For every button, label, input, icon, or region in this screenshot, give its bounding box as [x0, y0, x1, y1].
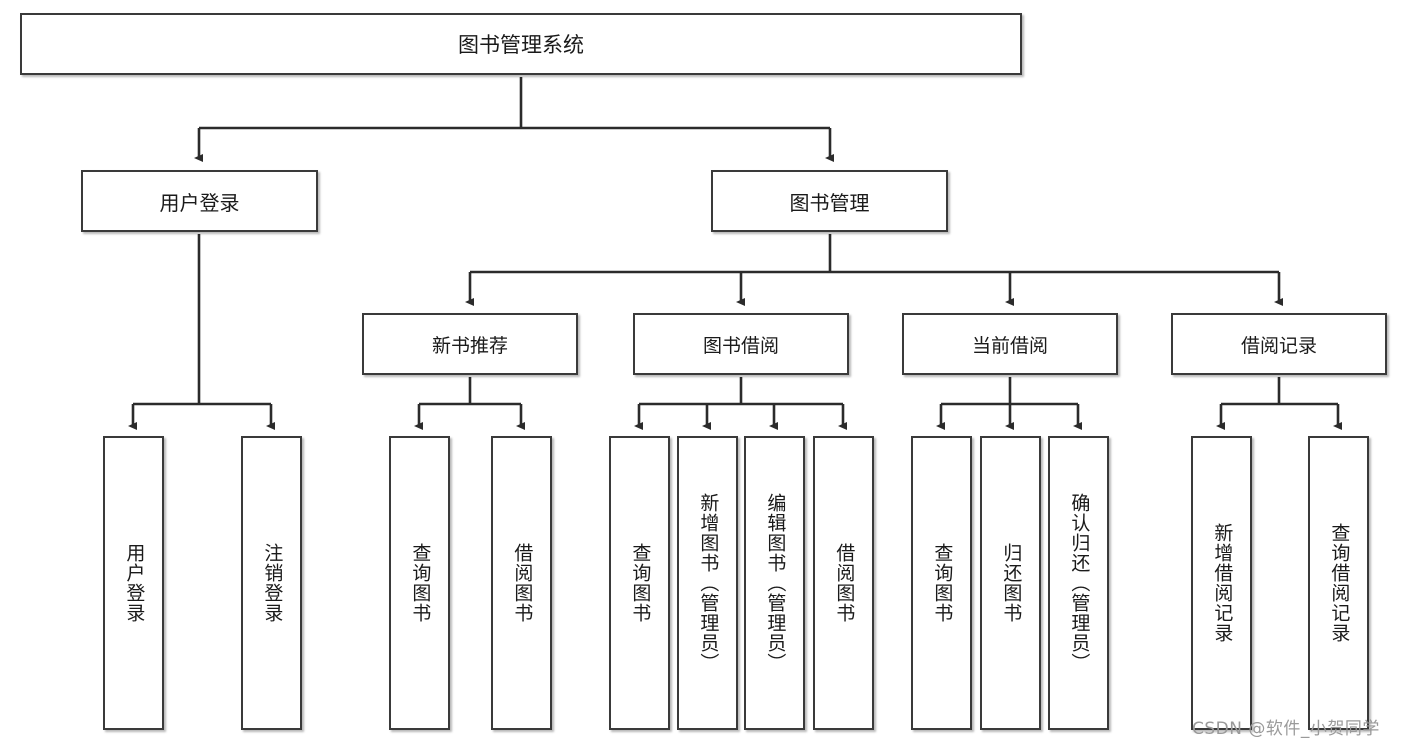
- node-user-login[interactable]: 用户登录: [81, 170, 318, 232]
- node-label: 新增图书（管理员）: [697, 493, 720, 673]
- node-label: 注销登录: [261, 543, 284, 623]
- leaf-add-book-admin[interactable]: 新增图书（管理员）: [677, 436, 738, 730]
- node-book-borrowing[interactable]: 图书借阅: [633, 313, 849, 375]
- node-label: 编辑图书（管理员）: [764, 493, 787, 673]
- node-label: 查询图书: [409, 543, 432, 623]
- node-new-book-recommendation[interactable]: 新书推荐: [362, 313, 578, 375]
- node-borrowing-records[interactable]: 借阅记录: [1171, 313, 1387, 375]
- node-label: 新增借阅记录: [1211, 523, 1234, 643]
- leaf-borrow-books[interactable]: 借阅图书: [813, 436, 874, 730]
- node-label: 确认归还（管理员）: [1068, 493, 1091, 673]
- node-label: 查询图书: [629, 543, 652, 623]
- leaf-query-books-borrow[interactable]: 查询图书: [609, 436, 670, 730]
- node-label: 用户登录: [123, 543, 146, 623]
- node-label: 当前借阅: [971, 334, 1048, 357]
- leaf-query-books-recommend[interactable]: 查询图书: [389, 436, 450, 730]
- node-label: 借阅图书: [833, 543, 856, 623]
- node-label: 归还图书: [1000, 543, 1023, 623]
- leaf-borrow-books-recommend[interactable]: 借阅图书: [491, 436, 552, 730]
- node-label: 用户登录: [159, 190, 240, 215]
- leaf-query-books-current[interactable]: 查询图书: [911, 436, 972, 730]
- leaf-logout[interactable]: 注销登录: [241, 436, 302, 730]
- leaf-return-books[interactable]: 归还图书: [980, 436, 1041, 730]
- node-current-borrowing[interactable]: 当前借阅: [902, 313, 1118, 375]
- node-book-management[interactable]: 图书管理: [711, 170, 948, 232]
- node-label: 查询图书: [931, 543, 954, 623]
- leaf-query-borrow-record[interactable]: 查询借阅记录: [1308, 436, 1369, 730]
- node-label: 图书管理系统: [458, 33, 584, 57]
- node-label: 图书管理: [789, 190, 870, 215]
- leaf-user-login[interactable]: 用户登录: [103, 436, 164, 730]
- node-label: 查询借阅记录: [1328, 523, 1351, 643]
- node-label: 新书推荐: [431, 334, 508, 357]
- node-label: 图书借阅: [702, 334, 779, 357]
- leaf-edit-book-admin[interactable]: 编辑图书（管理员）: [744, 436, 805, 730]
- node-label: 借阅图书: [511, 543, 534, 623]
- leaf-add-borrow-record[interactable]: 新增借阅记录: [1191, 436, 1252, 730]
- node-root-system[interactable]: 图书管理系统: [20, 13, 1022, 75]
- csdn-watermark: CSDN @软件_小贺同学: [1192, 719, 1380, 739]
- node-label: 借阅记录: [1240, 334, 1317, 357]
- leaf-confirm-return-admin[interactable]: 确认归还（管理员）: [1048, 436, 1109, 730]
